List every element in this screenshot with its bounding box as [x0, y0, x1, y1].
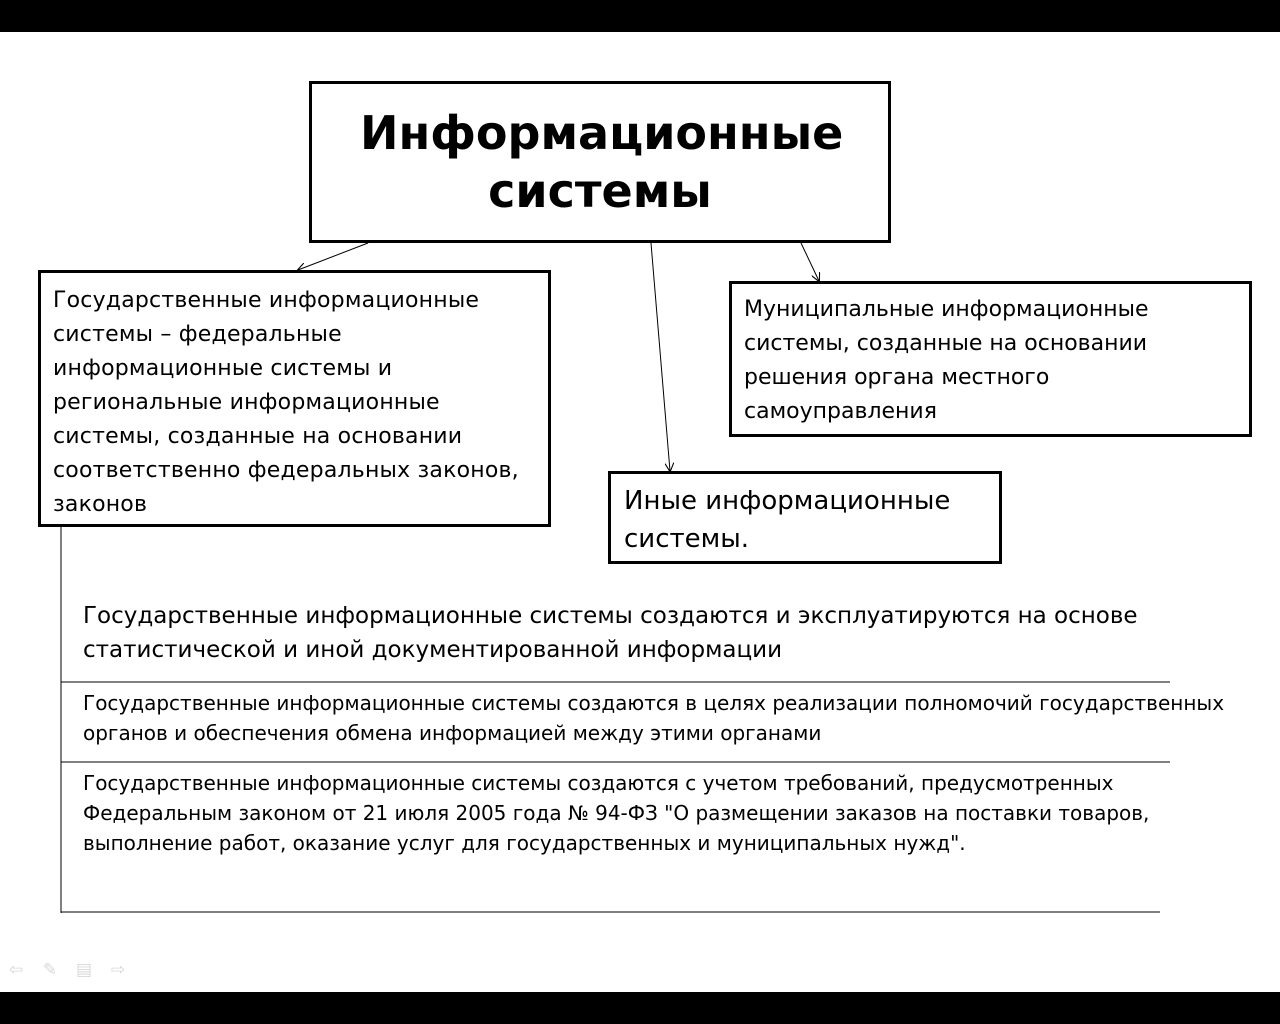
- note-state-bodies-powers: Государственные информационные системы с…: [83, 691, 1225, 745]
- note-federal-law-94: Государственные информационные системы с…: [83, 771, 1150, 855]
- diagram-title: Информационные системы: [360, 106, 844, 218]
- other-systems-box: Иные информационные системы.: [608, 471, 1002, 564]
- arrow-left-icon[interactable]: ⇦: [8, 960, 24, 980]
- note-statistical-information: Государственные информационные системы с…: [83, 603, 1138, 663]
- title-box: Информационные системы: [309, 81, 891, 243]
- municipal-systems-text: Муниципальные информационные системы, со…: [744, 297, 1149, 424]
- pen-icon[interactable]: ✎: [42, 960, 58, 980]
- slide: Информационные системы Государственные и…: [0, 32, 1280, 992]
- top-letterbox: [0, 0, 1280, 32]
- municipal-systems-box: Муниципальные информационные системы, со…: [729, 281, 1252, 437]
- connector-lines: [60, 242, 1170, 913]
- state-systems-box: Государственные информационные системы –…: [38, 270, 551, 527]
- arrow-to-other-systems: [650, 242, 670, 471]
- menu-icon[interactable]: ▤: [75, 960, 93, 980]
- arrow-to-state-systems: [298, 242, 369, 270]
- bottom-letterbox: [0, 992, 1280, 1024]
- arrow-right-icon[interactable]: ⇨: [110, 960, 126, 980]
- other-systems-text: Иные информационные системы.: [624, 486, 951, 554]
- slideshow-navigation: ⇦ ✎ ▤ ⇨: [6, 960, 128, 980]
- state-systems-text: Государственные информационные системы –…: [53, 288, 519, 517]
- arrow-to-municipal-systems: [800, 242, 819, 281]
